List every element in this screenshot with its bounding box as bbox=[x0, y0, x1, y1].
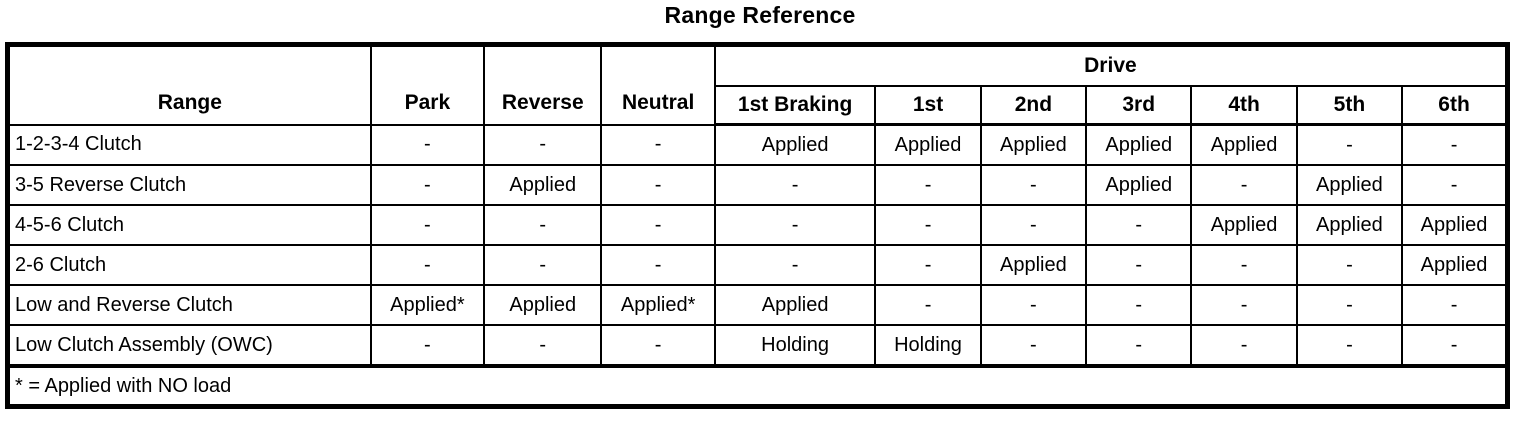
table-cell: Applied bbox=[1295, 164, 1404, 206]
header-row-groups: Range Park Reverse Neutral Drive bbox=[6, 43, 1509, 126]
range-reference-table: Range Park Reverse Neutral Drive 1st Bra… bbox=[5, 42, 1510, 409]
column-header-1st: 1st bbox=[874, 85, 982, 126]
table-cell: Applied bbox=[979, 244, 1088, 286]
table-cell: - bbox=[1085, 284, 1193, 326]
table-cell: - bbox=[483, 244, 603, 286]
table-row-3-5-reverse-clutch: 3-5 Reverse Clutch - Applied - - - - App… bbox=[6, 164, 1509, 206]
table-cell: - bbox=[1295, 284, 1404, 326]
table-cell: Applied bbox=[979, 123, 1088, 166]
row-label: Low Clutch Assembly (OWC) bbox=[6, 324, 372, 367]
table-cell: Applied bbox=[713, 284, 877, 326]
table-cell: - bbox=[979, 204, 1088, 246]
table-cell: - bbox=[1295, 324, 1404, 367]
table-cell: - bbox=[483, 324, 603, 367]
table-cell: - bbox=[369, 204, 486, 246]
column-header-6th: 6th bbox=[1401, 85, 1509, 126]
footnote-row: * = Applied with NO load bbox=[6, 364, 1509, 408]
table-cell: Applied* bbox=[600, 284, 716, 326]
table-cell: - bbox=[1401, 123, 1509, 166]
table-cell: - bbox=[369, 244, 486, 286]
table-cell: - bbox=[979, 284, 1088, 326]
table-row-2-6-clutch: 2-6 Clutch - - - - - Applied - - - Appli… bbox=[6, 244, 1509, 286]
column-header-1st-braking: 1st Braking bbox=[713, 85, 877, 126]
table-cell: - bbox=[979, 164, 1088, 206]
table-cell: - bbox=[979, 324, 1088, 367]
table-cell: - bbox=[874, 244, 982, 286]
table-cell: - bbox=[600, 244, 716, 286]
table-cell: - bbox=[1401, 324, 1509, 367]
table-cell: - bbox=[1085, 324, 1193, 367]
column-header-range: Range bbox=[6, 43, 372, 126]
table-cell: Applied bbox=[713, 123, 877, 166]
column-header-4th: 4th bbox=[1190, 85, 1298, 126]
table-cell: - bbox=[713, 204, 877, 246]
column-header-park: Park bbox=[369, 43, 486, 126]
table-cell: Applied bbox=[1085, 164, 1193, 206]
table-cell: - bbox=[600, 123, 716, 166]
table-cell: - bbox=[874, 284, 982, 326]
table-cell: - bbox=[1190, 284, 1298, 326]
footnote-text: * = Applied with NO load bbox=[6, 364, 1509, 408]
column-group-header-drive: Drive bbox=[713, 43, 1509, 87]
header-row-gears: 1st Braking 1st 2nd 3rd 4th 5th 6th bbox=[8, 85, 1509, 126]
table-cell: - bbox=[1190, 164, 1298, 206]
column-header-2nd: 2nd bbox=[979, 85, 1088, 126]
row-label: 1-2-3-4 Clutch bbox=[6, 123, 372, 166]
table-cell: Applied bbox=[874, 123, 982, 166]
table-cell: - bbox=[1401, 284, 1509, 326]
column-header-neutral: Neutral bbox=[600, 43, 716, 126]
table-cell: - bbox=[1190, 324, 1298, 367]
table-cell: - bbox=[1295, 244, 1404, 286]
table-cell: - bbox=[713, 164, 877, 206]
row-label: 4-5-6 Clutch bbox=[6, 204, 372, 246]
column-header-5th: 5th bbox=[1295, 85, 1404, 126]
table-cell: - bbox=[600, 204, 716, 246]
table-cell: - bbox=[483, 123, 603, 166]
table-cell: - bbox=[600, 164, 716, 206]
table-cell: - bbox=[600, 324, 716, 367]
table-row-low-clutch-assembly-owc: Low Clutch Assembly (OWC) - - - Holding … bbox=[6, 324, 1509, 367]
table-cell: - bbox=[874, 204, 982, 246]
table-cell: Applied* bbox=[369, 284, 486, 326]
table-cell: - bbox=[713, 244, 877, 286]
table-cell: - bbox=[369, 123, 486, 166]
table-cell: Applied bbox=[1190, 204, 1298, 246]
table-cell: - bbox=[1295, 123, 1404, 166]
table-cell: Applied bbox=[1085, 123, 1193, 166]
table-cell: Applied bbox=[1190, 123, 1298, 166]
table-cell: - bbox=[369, 164, 486, 206]
column-header-reverse: Reverse bbox=[483, 43, 603, 126]
table-cell: - bbox=[483, 204, 603, 246]
table-row-4-5-6-clutch: 4-5-6 Clutch - - - - - - - Applied Appli… bbox=[6, 204, 1509, 246]
row-label: Low and Reverse Clutch bbox=[6, 284, 372, 326]
table-cell: Holding bbox=[874, 324, 982, 367]
table-cell: - bbox=[1190, 244, 1298, 286]
table-cell: - bbox=[1085, 244, 1193, 286]
table-cell: Applied bbox=[483, 164, 603, 206]
table-row-1-2-3-4-clutch: 1-2-3-4 Clutch - - - Applied Applied App… bbox=[6, 123, 1509, 166]
table-cell: - bbox=[874, 164, 982, 206]
table-cell: - bbox=[369, 324, 486, 367]
row-label: 3-5 Reverse Clutch bbox=[6, 164, 372, 206]
row-label: 2-6 Clutch bbox=[6, 244, 372, 286]
table-cell: Applied bbox=[1401, 244, 1509, 286]
column-header-3rd: 3rd bbox=[1085, 85, 1193, 126]
table-cell: Applied bbox=[1295, 204, 1404, 246]
table-cell: - bbox=[1401, 164, 1509, 206]
table-row-low-and-reverse-clutch: Low and Reverse Clutch Applied* Applied … bbox=[6, 284, 1509, 326]
table-cell: Applied bbox=[1401, 204, 1509, 246]
table-cell: Holding bbox=[713, 324, 877, 367]
table-cell: - bbox=[1085, 204, 1193, 246]
table-cell: Applied bbox=[483, 284, 603, 326]
page-title: Range Reference bbox=[664, 2, 856, 28]
